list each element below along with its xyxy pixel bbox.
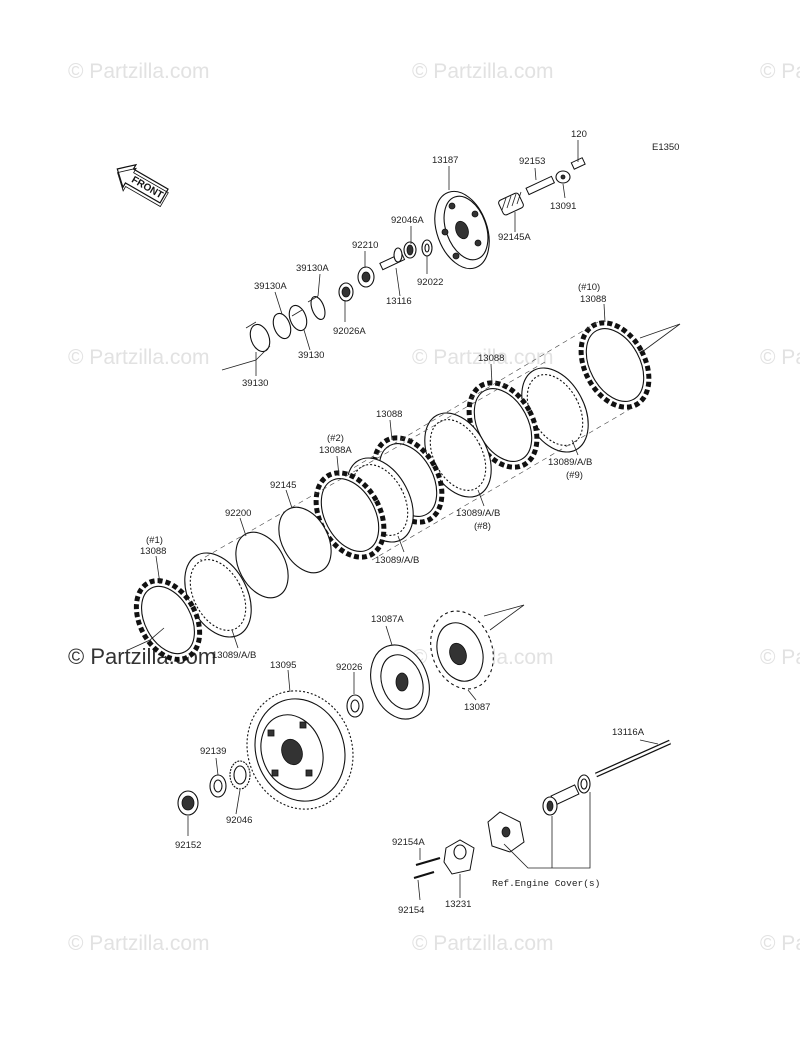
callout-label: 13087A bbox=[371, 614, 404, 625]
watermark: © Partzilla.com bbox=[760, 932, 800, 955]
watermark: © Partzilla.com bbox=[68, 932, 210, 955]
watermark: © Partzilla.com bbox=[412, 346, 554, 369]
friction-plate-10 bbox=[578, 320, 652, 410]
callout-label: 92022 bbox=[417, 277, 443, 288]
callout-label: 92145A bbox=[498, 232, 531, 243]
callout-label: (#9) bbox=[566, 470, 583, 481]
watermark: © Partzilla.com bbox=[412, 932, 554, 955]
leader-lines bbox=[127, 140, 659, 901]
engine-cover-ref bbox=[487, 811, 525, 853]
callout-label: 39130A bbox=[254, 281, 287, 292]
washer-92026 bbox=[346, 694, 364, 718]
callout-label: (#2) bbox=[327, 433, 344, 444]
callout-label: 92153 bbox=[519, 156, 545, 167]
callout-label: 13088 bbox=[478, 353, 504, 364]
callout-label: 13095 bbox=[270, 660, 296, 671]
watermark: © Partzilla.com bbox=[68, 346, 210, 369]
wire-ring-92145 bbox=[278, 506, 332, 574]
clutch-hub-13087A bbox=[370, 644, 430, 720]
callout-label: 92200 bbox=[225, 508, 251, 519]
seal-ref bbox=[577, 774, 591, 794]
callout-label: (#1) bbox=[146, 535, 163, 546]
watermark: © Partzilla.com bbox=[760, 646, 800, 669]
callout-label: 13187 bbox=[432, 155, 458, 166]
callout-label: 13089/A/B bbox=[212, 650, 256, 661]
callout-label: 92152 bbox=[175, 840, 201, 851]
oring-92046A bbox=[403, 241, 417, 259]
washer-13091 bbox=[555, 170, 571, 184]
callout-label: 13116A bbox=[612, 727, 645, 738]
watermark: © Partzilla.com bbox=[760, 60, 800, 83]
shaft-13116A bbox=[594, 739, 672, 778]
steel-plate-d bbox=[184, 552, 252, 638]
collar-92152 bbox=[177, 790, 199, 816]
bolt-120 bbox=[570, 157, 586, 170]
friction-plate-13088A bbox=[313, 470, 387, 560]
watermark: © Partzilla.com bbox=[68, 60, 210, 83]
callout-label: 92026 bbox=[336, 662, 362, 673]
diagram-code: E1350 bbox=[652, 142, 679, 153]
callout-label: 92139 bbox=[200, 746, 226, 757]
callout-label: 39130A bbox=[296, 263, 329, 274]
watermark: © Partzilla.com bbox=[760, 346, 800, 369]
callout-label: 92046A bbox=[391, 215, 424, 226]
callout-label: 92154A bbox=[392, 837, 425, 848]
callout-labels: 120 13187 92153 13091 92145A 92046A 9221… bbox=[140, 129, 645, 916]
callout-label: 13091 bbox=[550, 201, 576, 212]
bolt-92153 bbox=[525, 175, 556, 196]
callout-label: 92046 bbox=[226, 815, 252, 826]
callout-label: 92154 bbox=[398, 905, 424, 916]
callout-label: 92145 bbox=[270, 480, 296, 491]
callout-label: 13088 bbox=[140, 546, 166, 557]
slave-cylinder-13231 bbox=[443, 839, 475, 875]
callout-label: 13116 bbox=[386, 296, 412, 307]
callout-label: 120 bbox=[571, 129, 587, 140]
callout-label: 13089/A/B bbox=[456, 508, 500, 519]
callout-label: 13231 bbox=[445, 899, 471, 910]
friction-plate-1 bbox=[133, 578, 203, 662]
washer-92026A bbox=[338, 282, 354, 302]
hub-13087 bbox=[430, 610, 494, 690]
callout-label: (#10) bbox=[578, 282, 600, 293]
callout-label: 39130 bbox=[242, 378, 268, 389]
sleeve-92139 bbox=[209, 774, 227, 798]
ref-engine-cover-label: Ref.Engine Cover(s) bbox=[492, 878, 600, 889]
pressure-plate-13187 bbox=[434, 190, 490, 270]
callout-label: 13089/A/B bbox=[375, 555, 419, 566]
callout-label: 13088A bbox=[319, 445, 352, 456]
callout-label: 13087 bbox=[464, 702, 490, 713]
front-arrow-icon: FRONT bbox=[116, 163, 169, 208]
bolts-92154 bbox=[413, 856, 441, 880]
steel-plate-9 bbox=[521, 367, 589, 453]
callout-label: 13088 bbox=[580, 294, 606, 305]
callout-label: 92026A bbox=[333, 326, 366, 337]
callout-label: (#8) bbox=[474, 521, 491, 532]
callout-label: 13089/A/B bbox=[548, 457, 592, 468]
callout-label: 13088 bbox=[376, 409, 402, 420]
bearing-ref bbox=[542, 784, 580, 816]
needle-bearing-92046 bbox=[229, 760, 251, 790]
watermark: © Partzilla.com bbox=[412, 60, 554, 83]
clutch-housing-13095 bbox=[246, 690, 354, 810]
bearing-92210 bbox=[357, 266, 375, 288]
judder-springs-39130 bbox=[245, 295, 326, 353]
pushrod-13116 bbox=[379, 247, 406, 271]
callout-label: 92210 bbox=[352, 240, 378, 251]
callout-label: 39130 bbox=[298, 350, 324, 361]
spring-92145A bbox=[498, 191, 524, 216]
washer-92022 bbox=[421, 239, 433, 257]
